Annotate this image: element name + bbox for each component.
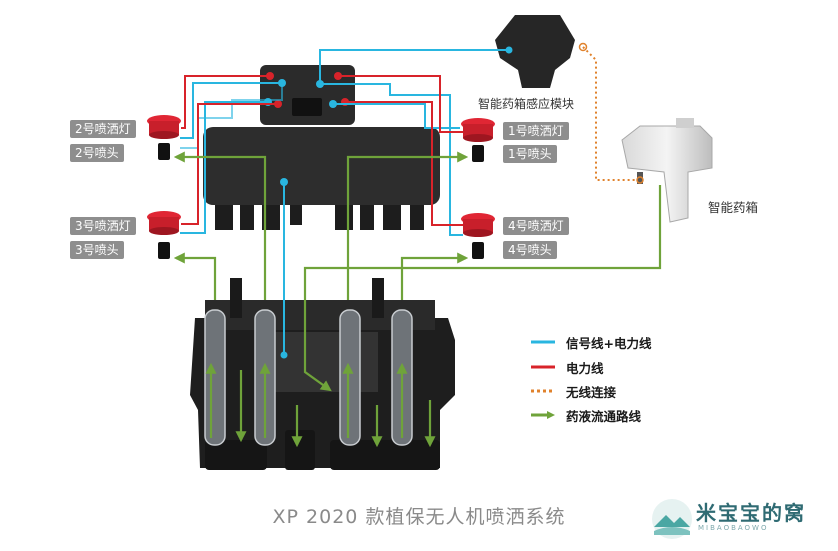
legend-liquid: 药液流通路线 (530, 405, 641, 425)
pump-signal-port (280, 351, 288, 359)
nozzle-1-label: 1号喷头 (503, 145, 557, 163)
controller-box (203, 65, 440, 230)
pump-assembly (190, 278, 455, 470)
nozzle-4 (472, 242, 484, 259)
legend-swatch-signal (531, 340, 555, 344)
nozzle-3-label: 3号喷头 (70, 241, 124, 259)
legend-label: 电力线 (566, 360, 604, 376)
nozzle-3 (158, 242, 170, 259)
legend-label: 无线连接 (566, 384, 617, 400)
nozzle-1 (472, 145, 484, 162)
signal-power-lines (180, 49, 509, 355)
liquid-flow-routes (173, 151, 662, 448)
light-1-label: 1号喷洒灯 (503, 122, 569, 140)
module-label: 智能药箱感应模块 (478, 97, 575, 111)
legend-power: 电力线 (530, 357, 604, 377)
legend-label: 信号线+电力线 (566, 335, 652, 351)
legend-swatch-power (531, 365, 555, 369)
tank-sensor-module (495, 15, 588, 88)
spray-light-4 (461, 213, 495, 237)
legend-swatch-liquid (531, 411, 555, 419)
smart-tank (621, 118, 713, 223)
nozzle-2 (158, 143, 170, 160)
watermark-logo-icon (652, 499, 692, 539)
spray-light-1 (461, 118, 495, 142)
tank-label: 智能药箱 (708, 200, 759, 215)
legend-label: 药液流通路线 (566, 408, 642, 424)
watermark: 米宝宝的窝 MIBAOBAOWO (650, 497, 828, 541)
diagram-caption: XP 2020 款植保无人机喷洒系统 (272, 506, 566, 528)
legend-wireless: 无线连接 (530, 381, 616, 401)
light-2-label: 2号喷洒灯 (70, 120, 136, 138)
nozzle-4-label: 4号喷头 (503, 241, 557, 259)
nozzle-2-label: 2号喷头 (70, 144, 124, 162)
light-4-label: 4号喷洒灯 (503, 217, 569, 235)
power-lines (181, 75, 463, 226)
light-3-label: 3号喷洒灯 (70, 217, 136, 235)
spray-light-2 (147, 115, 181, 139)
legend-signal-power: 信号线+电力线 (530, 332, 651, 352)
watermark-text: 米宝宝的窝 (696, 501, 806, 525)
watermark-subtext: MIBAOBAOWO (698, 524, 769, 532)
spray-light-3 (147, 211, 181, 235)
legend-swatch-wireless (531, 389, 555, 393)
